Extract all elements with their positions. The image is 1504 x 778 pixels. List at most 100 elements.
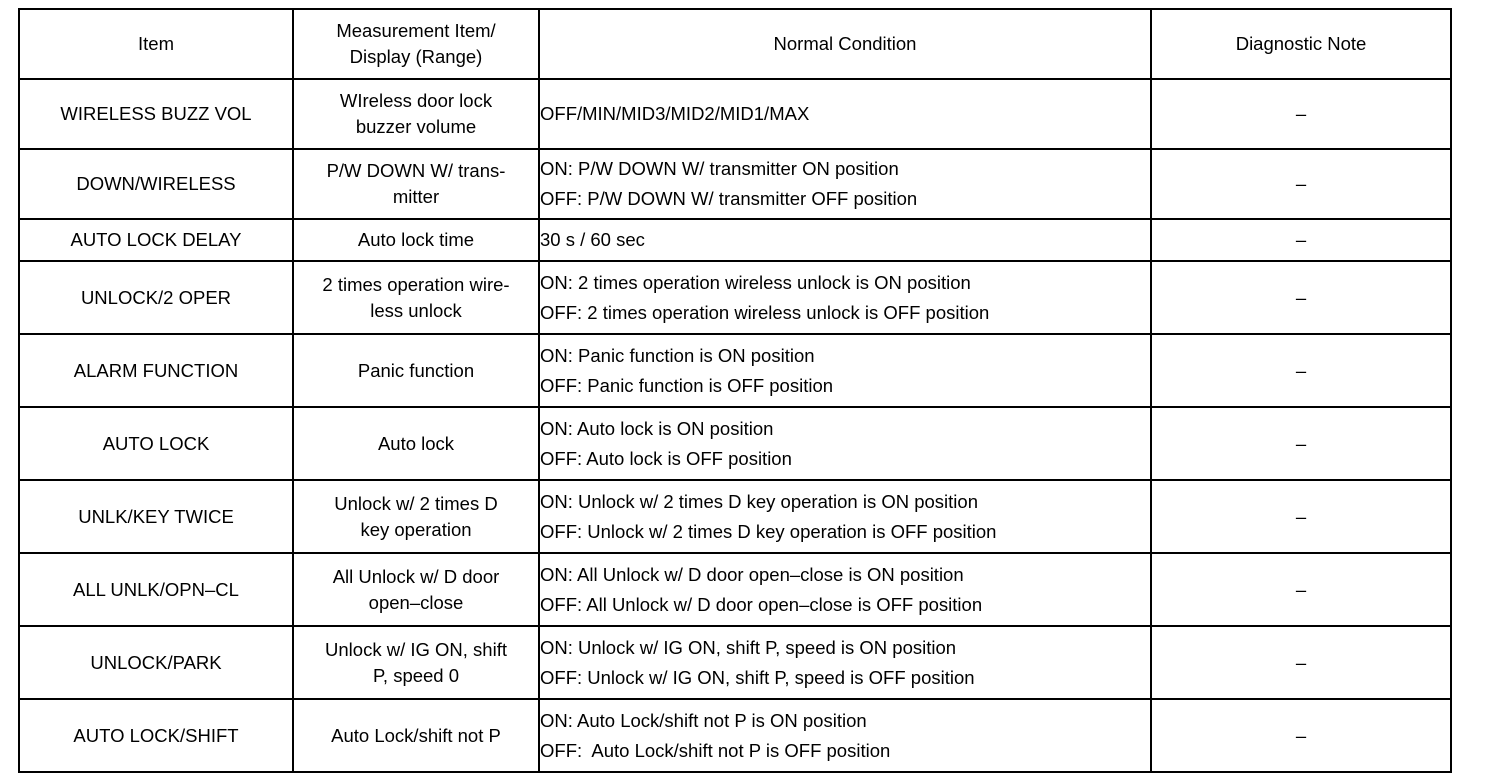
cell-item: AUTO LOCK bbox=[18, 406, 294, 481]
measurement-line1: Unlock w/ IG ON, shift bbox=[325, 638, 507, 660]
measurement-line1: Unlock w/ 2 times D bbox=[334, 492, 498, 514]
cell-diagnostic-note: – bbox=[1150, 698, 1452, 773]
diagnostic-note-value: – bbox=[1295, 229, 1307, 250]
table-row: ALL UNLK/OPN–CL All Unlock w/ D door ope… bbox=[18, 552, 1452, 627]
diagnostic-note-value: – bbox=[1295, 286, 1307, 308]
table-row: DOWN/WIRELESS P/W DOWN W/ trans- mitter … bbox=[18, 148, 1452, 220]
measurement-line1: All Unlock w/ D door bbox=[332, 565, 500, 587]
normal-condition-line1: ON: Auto Lock/shift not P is ON position bbox=[540, 709, 867, 731]
diagnostic-note-value: – bbox=[1295, 724, 1307, 746]
normal-condition-line2: OFF: 2 times operation wireless unlock i… bbox=[540, 301, 990, 323]
item-label: UNLOCK/PARK bbox=[90, 651, 222, 673]
normal-condition-line2: OFF: Panic function is OFF position bbox=[540, 374, 834, 396]
normal-condition-line1: ON: All Unlock w/ D door open–close is O… bbox=[540, 563, 964, 585]
cell-item: AUTO LOCK DELAY bbox=[18, 218, 294, 262]
cell-measurement: Unlock w/ 2 times D key operation bbox=[292, 479, 540, 554]
cell-normal-condition: ON: Panic function is ON position OFF: P… bbox=[538, 333, 1152, 408]
column-header-diagnostic-note: Diagnostic Note bbox=[1150, 8, 1452, 80]
measurement-line1: P/W DOWN W/ trans- bbox=[326, 160, 506, 181]
diagnostic-note-value: – bbox=[1295, 432, 1307, 454]
normal-condition-line1: ON: Panic function is ON position bbox=[540, 344, 815, 366]
diagnostic-note-value: – bbox=[1295, 651, 1307, 673]
cell-measurement: P/W DOWN W/ trans- mitter bbox=[292, 148, 540, 220]
measurement-line2: buzzer volume bbox=[355, 116, 477, 137]
cell-diagnostic-note: – bbox=[1150, 333, 1452, 408]
cell-measurement: All Unlock w/ D door open–close bbox=[292, 552, 540, 627]
normal-condition-line1: OFF/MIN/MID3/MID2/MID1/MAX bbox=[540, 103, 810, 124]
cell-item: WIRELESS BUZZ VOL bbox=[18, 78, 294, 150]
diagnostic-note-value: – bbox=[1295, 359, 1307, 381]
table-row: UNLOCK/PARK Unlock w/ IG ON, shift P, sp… bbox=[18, 625, 1452, 700]
cell-measurement: Auto lock time bbox=[292, 218, 540, 262]
cell-normal-condition: ON: P/W DOWN W/ transmitter ON position … bbox=[538, 148, 1152, 220]
measurement-line2: key operation bbox=[360, 518, 472, 540]
normal-condition-line2: OFF: Unlock w/ 2 times D key operation i… bbox=[540, 520, 997, 542]
item-label: AUTO LOCK DELAY bbox=[70, 229, 242, 250]
table-row: WIRELESS BUZZ VOL WIreless door lock buz… bbox=[18, 78, 1452, 150]
table-body: WIRELESS BUZZ VOL WIreless door lock buz… bbox=[18, 78, 1452, 773]
table-row: UNLOCK/2 OPER 2 times operation wire- le… bbox=[18, 260, 1452, 335]
item-label: AUTO LOCK bbox=[102, 432, 210, 454]
table-row: AUTO LOCK DELAY Auto lock time 30 s / 60… bbox=[18, 218, 1452, 262]
normal-condition-line1: ON: Unlock w/ 2 times D key operation is… bbox=[540, 490, 978, 512]
cell-measurement: 2 times operation wire- less unlock bbox=[292, 260, 540, 335]
measurement-line2: open–close bbox=[368, 591, 464, 613]
measurement-line1: 2 times operation wire- bbox=[322, 273, 510, 295]
table-row: AUTO LOCK/SHIFT Auto Lock/shift not P ON… bbox=[18, 698, 1452, 773]
column-header-measurement-label-line2: Display (Range) bbox=[349, 46, 483, 67]
cell-diagnostic-note: – bbox=[1150, 479, 1452, 554]
diagnostic-note-value: – bbox=[1295, 578, 1307, 600]
measurement-line1: Auto lock bbox=[377, 432, 455, 454]
cell-item: UNLOCK/2 OPER bbox=[18, 260, 294, 335]
column-header-normal-condition: Normal Condition bbox=[538, 8, 1152, 80]
cell-normal-condition: 30 s / 60 sec bbox=[538, 218, 1152, 262]
cell-item: UNLOCK/PARK bbox=[18, 625, 294, 700]
normal-condition-line1: 30 s / 60 sec bbox=[540, 229, 645, 250]
normal-condition-line2: OFF: All Unlock w/ D door open–close is … bbox=[540, 593, 983, 615]
normal-condition-line1: ON: P/W DOWN W/ transmitter ON position bbox=[540, 158, 899, 179]
measurement-line2: less unlock bbox=[370, 299, 462, 321]
cell-normal-condition: ON: Unlock w/ IG ON, shift P, speed is O… bbox=[538, 625, 1152, 700]
normal-condition-line1: ON: Unlock w/ IG ON, shift P, speed is O… bbox=[540, 636, 957, 658]
cell-measurement: Auto Lock/shift not P bbox=[292, 698, 540, 773]
cell-measurement: Panic function bbox=[292, 333, 540, 408]
cell-normal-condition: ON: 2 times operation wireless unlock is… bbox=[538, 260, 1152, 335]
table-header-row: Item Measurement Item/ Display (Range) N… bbox=[18, 8, 1452, 80]
cell-normal-condition: OFF/MIN/MID3/MID2/MID1/MAX bbox=[538, 78, 1152, 150]
table-header: Item Measurement Item/ Display (Range) N… bbox=[18, 8, 1452, 80]
normal-condition-line2: OFF: P/W DOWN W/ transmitter OFF positio… bbox=[540, 188, 918, 209]
item-label: UNLK/KEY TWICE bbox=[78, 505, 234, 527]
normal-condition-line2: OFF: Auto lock is OFF position bbox=[540, 447, 792, 469]
table-row: UNLK/KEY TWICE Unlock w/ 2 times D key o… bbox=[18, 479, 1452, 554]
normal-condition-line2: OFF: Unlock w/ IG ON, shift P, speed is … bbox=[540, 666, 975, 688]
item-label: WIRELESS BUZZ VOL bbox=[60, 103, 252, 124]
cell-measurement: WIreless door lock buzzer volume bbox=[292, 78, 540, 150]
column-header-normal-condition-label: Normal Condition bbox=[773, 33, 917, 54]
cell-diagnostic-note: – bbox=[1150, 218, 1452, 262]
item-label: ALL UNLK/OPN–CL bbox=[73, 578, 239, 600]
cell-diagnostic-note: – bbox=[1150, 406, 1452, 481]
cell-measurement: Unlock w/ IG ON, shift P, speed 0 bbox=[292, 625, 540, 700]
measurement-line2: mitter bbox=[392, 186, 440, 207]
cell-item: ALL UNLK/OPN–CL bbox=[18, 552, 294, 627]
cell-normal-condition: ON: Auto Lock/shift not P is ON position… bbox=[538, 698, 1152, 773]
cell-normal-condition: ON: All Unlock w/ D door open–close is O… bbox=[538, 552, 1152, 627]
item-label: UNLOCK/2 OPER bbox=[80, 286, 232, 308]
diagnostic-note-value: – bbox=[1295, 505, 1307, 527]
cell-normal-condition: ON: Unlock w/ 2 times D key operation is… bbox=[538, 479, 1152, 554]
normal-condition-line1: ON: Auto lock is ON position bbox=[540, 417, 774, 439]
cell-diagnostic-note: – bbox=[1150, 552, 1452, 627]
cell-diagnostic-note: – bbox=[1150, 625, 1452, 700]
diagnostic-note-value: – bbox=[1295, 173, 1307, 194]
column-header-diagnostic-note-label: Diagnostic Note bbox=[1235, 33, 1367, 54]
cell-item: ALARM FUNCTION bbox=[18, 333, 294, 408]
cell-item: DOWN/WIRELESS bbox=[18, 148, 294, 220]
column-header-item: Item bbox=[18, 8, 294, 80]
normal-condition-line1: ON: 2 times operation wireless unlock is… bbox=[540, 271, 971, 293]
cell-diagnostic-note: – bbox=[1150, 148, 1452, 220]
cell-item: UNLK/KEY TWICE bbox=[18, 479, 294, 554]
measurement-line1: Auto Lock/shift not P bbox=[331, 724, 501, 746]
normal-condition-line2: OFF: Auto Lock/shift not P is OFF positi… bbox=[540, 739, 891, 761]
column-header-measurement-label-line1: Measurement Item/ bbox=[336, 20, 496, 41]
